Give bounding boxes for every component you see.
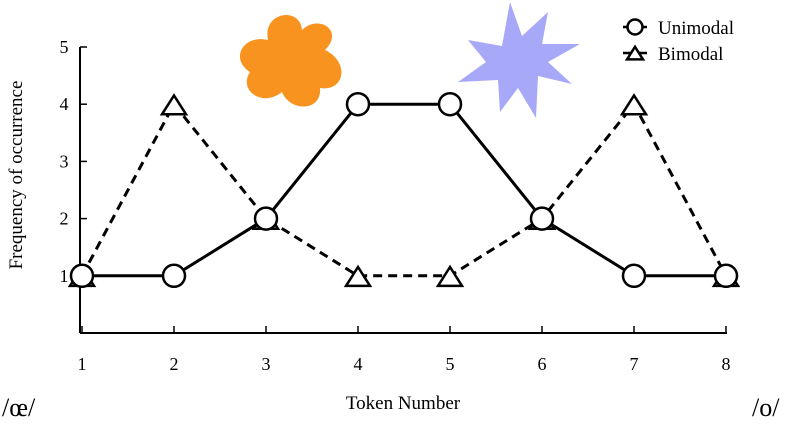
- data-point-bimodal: [435, 264, 465, 288]
- left-vowel-label: /œ/: [2, 393, 36, 422]
- x-tick-label: 8: [722, 354, 731, 374]
- x-axis-label: Token Number: [346, 393, 461, 414]
- data-point-unimodal: [621, 263, 647, 289]
- x-tick-label: 7: [630, 354, 639, 374]
- data-point-bimodal: [343, 264, 373, 288]
- series-line-bimodal: [80, 101, 728, 278]
- data-point-unimodal: [69, 263, 95, 289]
- data-point-unimodal: [345, 91, 371, 117]
- y-tick-label: 4: [60, 94, 69, 114]
- x-tick-label: 6: [538, 354, 547, 374]
- y-tick-label: 1: [60, 266, 69, 286]
- x-tick-label: 2: [170, 354, 179, 374]
- orange-blob-shape: [239, 15, 342, 107]
- legend-marker-triangle: [624, 44, 646, 61]
- data-point-unimodal: [529, 206, 555, 231]
- y-axis-label: Frequency of occurrence: [6, 81, 27, 270]
- x-tick-label: 4: [354, 354, 363, 374]
- x-tick-label: 3: [262, 354, 271, 374]
- legend-label: Unimodal: [658, 18, 734, 39]
- series-layer: [67, 91, 741, 289]
- y-tick-label: 5: [60, 37, 69, 57]
- series-markers: [67, 91, 741, 289]
- x-tick-label: 5: [446, 354, 455, 374]
- x-tick-label: 1: [78, 354, 87, 374]
- data-point-unimodal: [253, 206, 279, 231]
- data-point-unimodal: [437, 91, 463, 117]
- data-point-unimodal: [713, 263, 739, 289]
- x-axis-ticks: 1 2 3 4 5 6 7 8: [78, 326, 731, 374]
- legend-label: Bimodal: [658, 44, 723, 65]
- data-point-bimodal: [619, 93, 649, 116]
- data-point-bimodal: [159, 93, 189, 116]
- lavender-star-shape: [458, 2, 580, 118]
- data-point-unimodal: [161, 263, 187, 289]
- y-tick-label: 3: [60, 151, 69, 171]
- y-axis-ticks: 1 2 3 4 5: [60, 37, 87, 286]
- y-tick-label: 2: [60, 209, 69, 229]
- legend-marker-circle: [626, 18, 644, 36]
- series-line-unimodal: [82, 102, 726, 278]
- right-vowel-label: /o/: [752, 393, 780, 422]
- series-lines: [80, 101, 728, 278]
